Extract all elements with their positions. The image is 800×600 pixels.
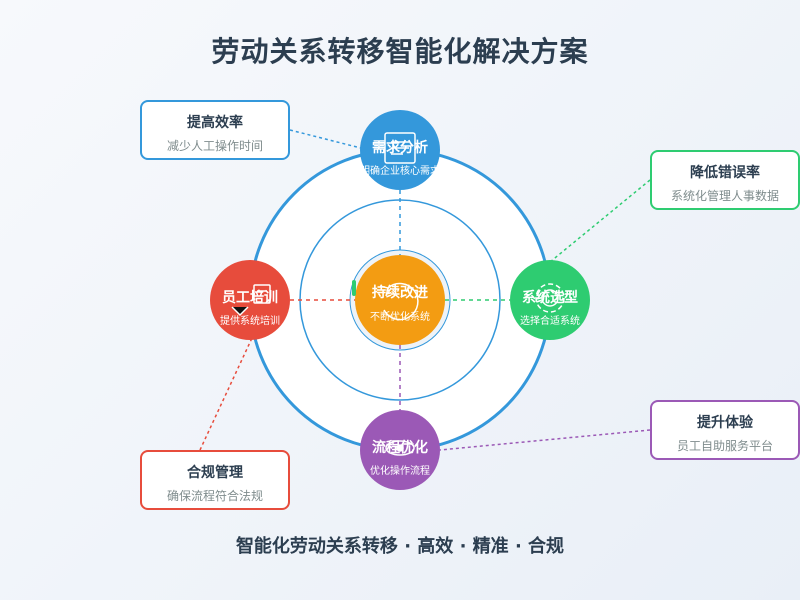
callout-compliance-subtitle: 确保流程符合法规 bbox=[166, 489, 263, 503]
node-right-title: 系统选型 bbox=[522, 290, 578, 306]
node-left-subtitle: 提供系统培训 bbox=[220, 316, 280, 327]
training-icon bbox=[231, 284, 271, 317]
callout-efficiency-subtitle: 减少人工操作时间 bbox=[166, 139, 263, 153]
center-subtitle: 不断优化系统 bbox=[370, 312, 430, 323]
document-icon bbox=[384, 132, 416, 164]
callout-compliance: 合规管理 确保流程符合法规 bbox=[140, 450, 290, 510]
callout-errors-subtitle: 系统化管理人事数据 bbox=[670, 189, 779, 203]
center-circle bbox=[355, 255, 445, 345]
connector-compliance bbox=[199, 337, 253, 451]
node-bottom-subtitle: 优化操作流程 bbox=[370, 466, 430, 477]
node-right-circle bbox=[510, 260, 590, 340]
settings-icon bbox=[535, 283, 565, 313]
page-title: 劳动关系转移智能化解决方案 bbox=[211, 35, 589, 68]
callout-errors: 降低错误率 系统化管理人事数据 bbox=[650, 150, 800, 210]
node-left-circle bbox=[210, 260, 290, 340]
callout-experience-subtitle: 员工自助服务平台 bbox=[676, 439, 773, 453]
callout-efficiency-title: 提高效率 bbox=[187, 115, 243, 131]
node-bottom-title: 流程优化 bbox=[372, 440, 428, 456]
node-left: 员工培训 提供系统培训 bbox=[210, 287, 290, 327]
node-bottom: 流程优化 优化操作流程 bbox=[360, 437, 440, 477]
node-right-subtitle: 选择合适系统 bbox=[520, 316, 580, 327]
node-top-subtitle: 明确企业核心需求 bbox=[360, 166, 440, 177]
center-node: 持续改进 不断优化系统 bbox=[355, 282, 445, 323]
node-top: 需求分析 明确企业核心需求 bbox=[360, 137, 440, 177]
node-right: 系统选型 选择合适系统 bbox=[510, 287, 590, 327]
callout-experience-title: 提升体验 bbox=[697, 415, 753, 431]
callout-efficiency: 提高效率 减少人工操作时间 bbox=[140, 100, 290, 160]
refresh-icon bbox=[379, 282, 419, 321]
node-top-title: 需求分析 bbox=[372, 140, 428, 156]
flow-icon bbox=[385, 440, 415, 456]
callout-compliance-title: 合规管理 bbox=[187, 465, 243, 481]
center-title: 持续改进 bbox=[372, 285, 428, 301]
callout-experience: 提升体验 员工自助服务平台 bbox=[650, 400, 800, 460]
callout-errors-title: 降低错误率 bbox=[690, 165, 760, 181]
connector-errors bbox=[549, 179, 651, 263]
connector-experience bbox=[439, 429, 651, 451]
node-left-title: 员工培训 bbox=[222, 290, 278, 306]
footer-tagline: 智能化劳动关系转移 · 高效 · 精准 · 合规 bbox=[235, 536, 565, 557]
connector-efficiency bbox=[289, 129, 401, 159]
center-accent-mark bbox=[352, 280, 356, 296]
node-top-circle bbox=[360, 110, 440, 190]
